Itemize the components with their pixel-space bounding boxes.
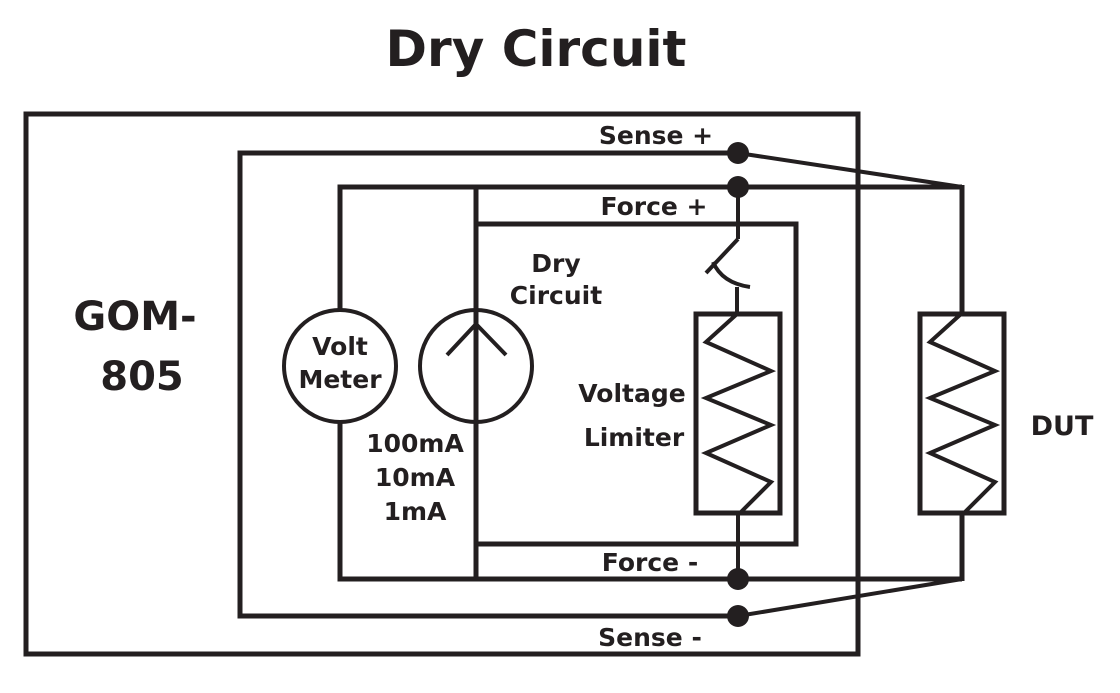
sense-plus-lead xyxy=(737,151,963,189)
current-range-1: 100mA xyxy=(366,429,464,458)
dut-label: DUT xyxy=(1031,411,1094,442)
instrument-name-line2: 805 xyxy=(100,354,184,400)
force-plus-terminal xyxy=(727,176,749,198)
volt-meter-label-line1: Volt xyxy=(312,332,368,361)
diagram-title: Dry Circuit xyxy=(386,20,687,78)
voltage-limiter-label-line2: Limiter xyxy=(584,423,685,452)
dry-circuit-label-line2: Circuit xyxy=(510,281,602,310)
volt-meter-symbol xyxy=(282,308,398,424)
sense-minus-lead xyxy=(737,577,963,618)
switch-icon xyxy=(704,190,751,314)
sense-minus-terminal xyxy=(727,605,749,627)
sense-loop-wire xyxy=(237,150,738,619)
instrument-name-line1: GOM- xyxy=(73,294,196,340)
dry-circuit-label-line1: Dry xyxy=(531,249,580,278)
volt-meter-label-line2: Meter xyxy=(298,365,382,394)
voltage-limiter-label-line1: Voltage xyxy=(578,379,685,408)
current-source-symbol xyxy=(418,308,534,424)
sense-plus-terminal xyxy=(727,142,749,164)
current-range-2: 10mA xyxy=(375,463,456,492)
instrument-enclosure xyxy=(23,111,861,657)
sense-plus-label: Sense + xyxy=(599,121,713,150)
voltage-limiter-resistor-icon xyxy=(693,311,783,579)
current-range-3: 1mA xyxy=(384,497,447,526)
force-plus-label: Force + xyxy=(601,192,708,221)
dut-resistor-icon xyxy=(917,311,1007,516)
current-direction-arrow-icon xyxy=(445,321,508,357)
sense-minus-label: Sense - xyxy=(598,623,702,652)
force-minus-label: Force - xyxy=(602,548,698,577)
